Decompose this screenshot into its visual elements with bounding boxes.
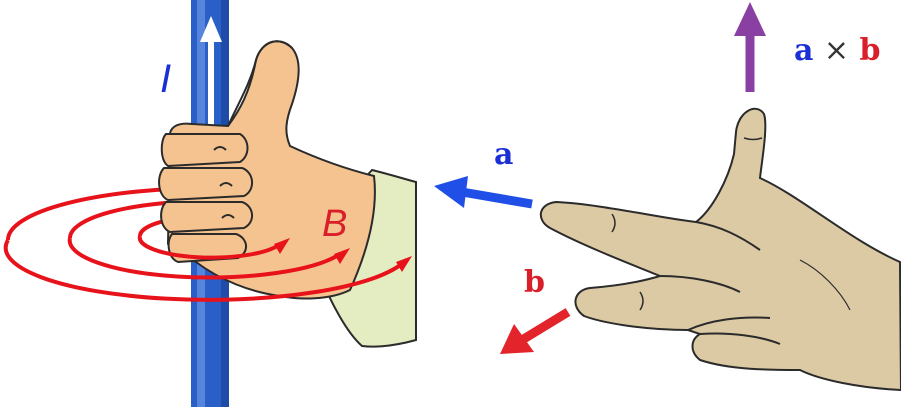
arrow-cross-product [734,2,766,92]
cross-label-b: b [860,33,881,68]
label-cross-product: a × b [794,33,880,68]
cross-label-a: a [794,33,813,68]
cross-label-times: × [824,33,849,68]
arrowhead-middle [334,248,350,264]
cross-product-rule: a b a × b [434,2,901,392]
field-lines-front [3,235,406,302]
arrowhead-inner [274,238,290,254]
arrow-b [500,308,571,354]
left-hand [158,40,376,300]
right-hand-grip-rule: I B [3,0,417,407]
right-hand [540,107,901,392]
field-arrowheads [274,238,412,272]
current-label: I [160,57,171,101]
field-label: B [322,203,347,245]
field-loop-middle [67,237,342,280]
field-loop-inner [137,235,282,260]
label-b: b [524,265,545,300]
arrowhead-outer [396,256,412,272]
field-loop-outer [3,238,406,302]
arrow-a [434,176,533,209]
label-a: a [494,137,513,172]
